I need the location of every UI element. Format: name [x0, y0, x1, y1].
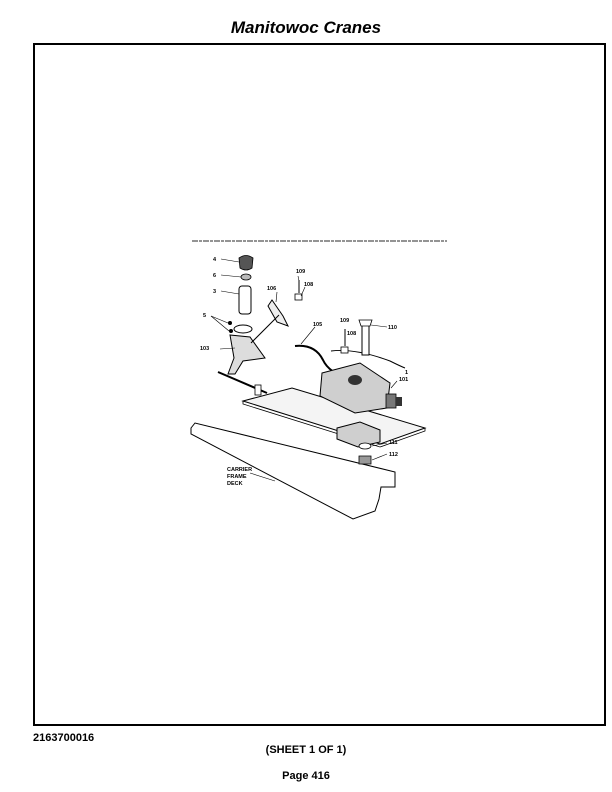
drawing-frame — [33, 43, 606, 726]
deck-label-line: CARRIER — [227, 467, 252, 473]
callout-label: 6 — [213, 273, 216, 279]
bolt — [361, 322, 370, 356]
clevis — [267, 299, 290, 327]
mounting-block — [336, 421, 381, 448]
callout-label: 108 — [347, 331, 356, 337]
page-number: Page 416 — [282, 770, 330, 782]
sheet-indicator: (SHEET 1 OF 1) — [265, 744, 347, 756]
callout-label: 110 — [388, 325, 397, 331]
callout-label: 106 — [267, 286, 276, 292]
lock-nut — [358, 455, 372, 465]
flat-washer — [358, 442, 372, 450]
exploded-view-drawing: 4 6 3 5 103 109 108 106 105 109 108 110 … — [190, 240, 447, 520]
document-number: 2163700016 — [33, 732, 95, 744]
callout-label: 1 — [405, 370, 408, 376]
callout-label: 112 — [389, 452, 398, 458]
page-title: Manitowoc Cranes — [230, 18, 382, 37]
washer — [240, 273, 252, 281]
callout-label: 108 — [304, 282, 313, 288]
callout-label: 3 — [213, 289, 216, 295]
callout-label: 109 — [340, 318, 349, 324]
deck-label-line: FRAME — [227, 474, 247, 480]
lever-bracket — [227, 334, 266, 375]
sleeve — [238, 285, 252, 315]
callout-label: 4 — [213, 257, 217, 263]
callout-label: 5 — [203, 313, 206, 319]
parts-diagram: 4 6 3 5 103 109 108 106 105 109 108 110 … — [155, 198, 455, 538]
knob — [238, 255, 254, 271]
deck-label-line: DECK — [227, 481, 243, 487]
callout-label: 105 — [313, 322, 322, 328]
callout-label: 111 — [389, 440, 398, 446]
callout-label: 103 — [200, 346, 209, 352]
carrier-frame-deck — [190, 422, 396, 520]
callout-label: 109 — [296, 269, 305, 275]
callout-label: 101 — [399, 377, 408, 383]
